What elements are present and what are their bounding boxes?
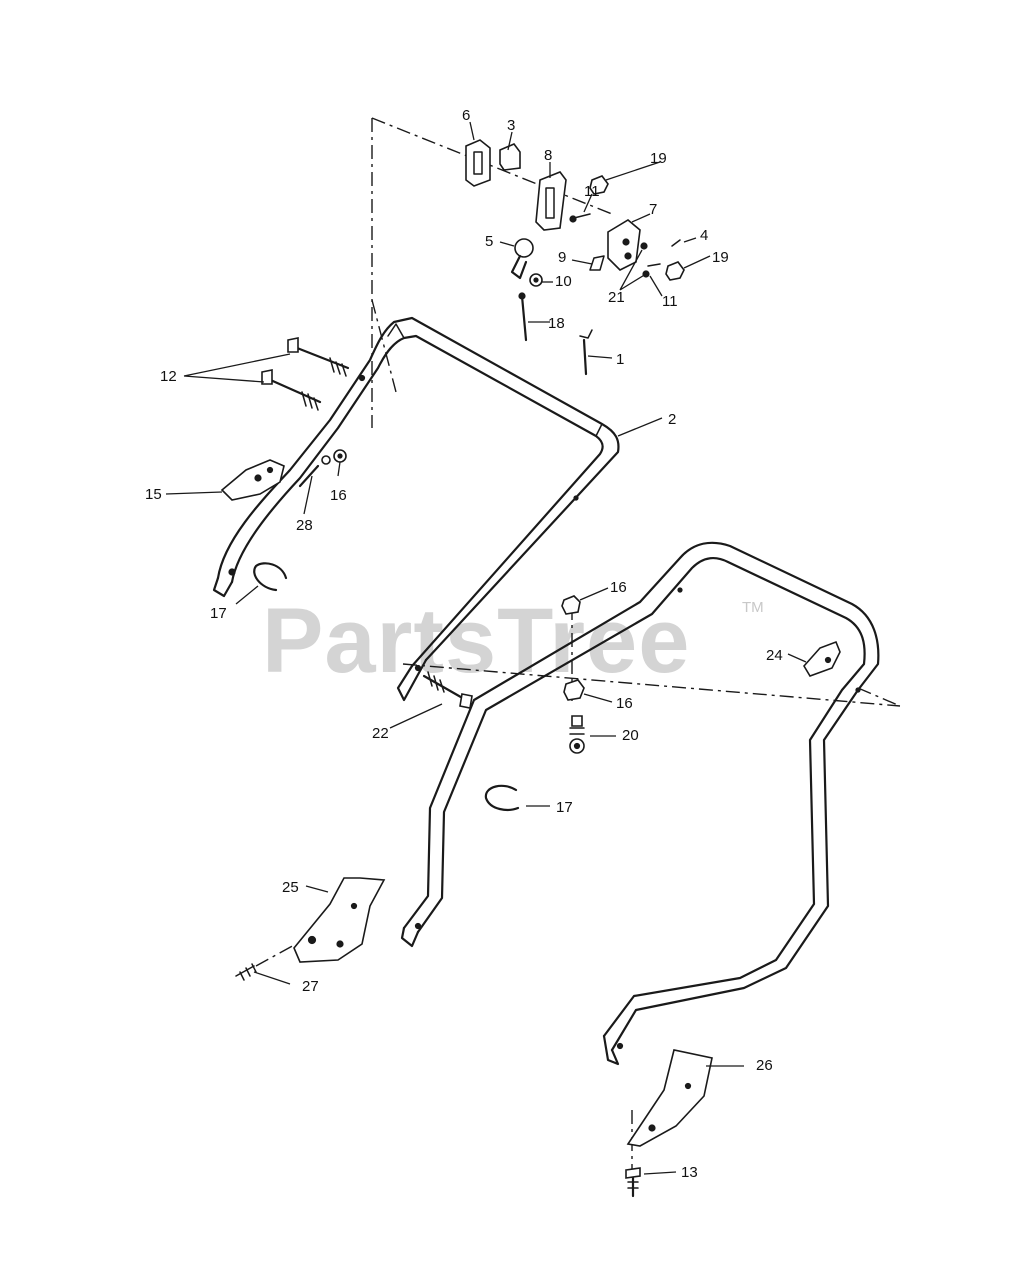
leader-lines: [165, 121, 807, 1175]
clip-17-upper: [253, 562, 288, 592]
callout-16-b: 16: [610, 579, 627, 596]
callout-8: 8: [544, 147, 552, 164]
callout-27: 27: [302, 978, 319, 995]
callout-5: 5: [485, 233, 493, 250]
bracket-15: [220, 449, 347, 501]
callout-16-a: 16: [330, 487, 347, 504]
nut-16-upper: [561, 595, 581, 615]
callout-21: 21: [608, 289, 625, 306]
callout-3: 3: [507, 117, 515, 134]
assembly-lines: [255, 117, 901, 1170]
callout-25: 25: [282, 879, 299, 896]
callout-2: 2: [668, 411, 676, 428]
callout-15: 15: [145, 486, 162, 503]
knob-24: [803, 640, 841, 677]
callout-13: 13: [681, 1164, 698, 1181]
callout-16-c: 16: [616, 695, 633, 712]
callout-22: 22: [372, 725, 389, 742]
bolt-20: [569, 715, 585, 754]
callout-24: 24: [766, 647, 783, 664]
callout-6: 6: [462, 107, 470, 124]
bracket-26: [625, 1049, 713, 1198]
callout-11-a: 11: [584, 183, 600, 200]
callout-19-a: 19: [650, 150, 667, 167]
callout-28: 28: [296, 517, 313, 534]
bolts-12: [261, 337, 350, 411]
upper-handle: [212, 316, 620, 702]
callout-20: 20: [622, 727, 639, 744]
bolt-22: [422, 671, 473, 709]
callout-17-b: 17: [556, 799, 573, 816]
control-parts: [465, 139, 685, 376]
callout-7: 7: [649, 201, 657, 218]
nut-16-lower: [563, 679, 585, 701]
callout-labels: 1 2 3 4 5 6 7 8 9 10 11 11 12 13 15 16 1…: [145, 107, 783, 1181]
lower-handle: [400, 541, 880, 1066]
callout-12: 12: [160, 368, 177, 385]
callout-11-b: 11: [662, 293, 678, 310]
callout-1: 1: [616, 351, 624, 368]
clip-17-lower: [484, 784, 520, 811]
callout-18: 18: [548, 315, 565, 332]
callout-19-b: 19: [712, 249, 729, 266]
callout-9: 9: [558, 249, 566, 266]
callout-10: 10: [555, 273, 572, 290]
callout-26: 26: [756, 1057, 773, 1074]
watermark-trademark: TM: [742, 599, 764, 616]
callout-4: 4: [700, 227, 708, 244]
callout-17-a: 17: [210, 605, 227, 622]
bracket-25: [235, 877, 386, 981]
